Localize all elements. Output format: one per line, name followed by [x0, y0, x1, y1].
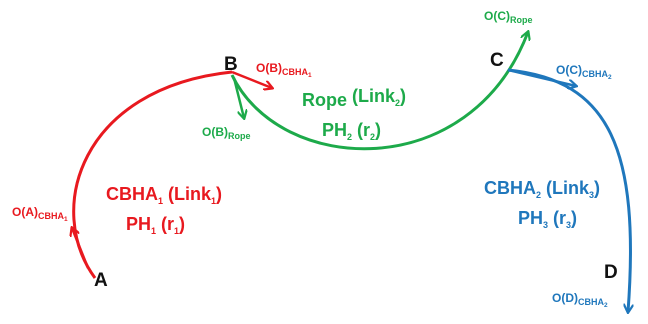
link3-name-label: CBHA2 (Link3): [484, 178, 600, 200]
link1-name-label: CBHA1 (Link1): [106, 184, 222, 206]
node-a-label: A: [94, 270, 108, 291]
link2-name-label: Rope (Link2): [302, 86, 406, 110]
ob-rope-label: O(B)Rope: [202, 125, 251, 141]
link3-ph-label: PH3 (r3): [518, 208, 577, 230]
link1-ph-label: PH1 (r1): [126, 214, 185, 236]
ob-rope-arrow: [232, 77, 244, 118]
od-cbha2-label: O(D)CBHA2: [552, 291, 608, 309]
oc-cbha2-arrow: [507, 68, 576, 86]
oa-cbha1-arrow: [72, 228, 90, 269]
oc-cbha2-label: O(C)CBHA2: [556, 63, 612, 81]
ob-cbha1-label: O(B)CBHA1: [256, 61, 312, 79]
link2-curve: [230, 32, 528, 151]
oa-cbha1-label: O(A)CBHA1: [12, 205, 68, 223]
link3-curve: [507, 68, 630, 312]
link2-ph-label: PH2 (r2): [322, 120, 381, 142]
node-c-label: C: [490, 50, 504, 71]
link1-curve: [72, 70, 233, 279]
node-d-label: D: [604, 262, 618, 283]
ob-cbha1-arrow: [231, 70, 272, 88]
node-b-label: B: [224, 54, 238, 75]
oc-rope-label: O(C)Rope: [484, 9, 533, 25]
